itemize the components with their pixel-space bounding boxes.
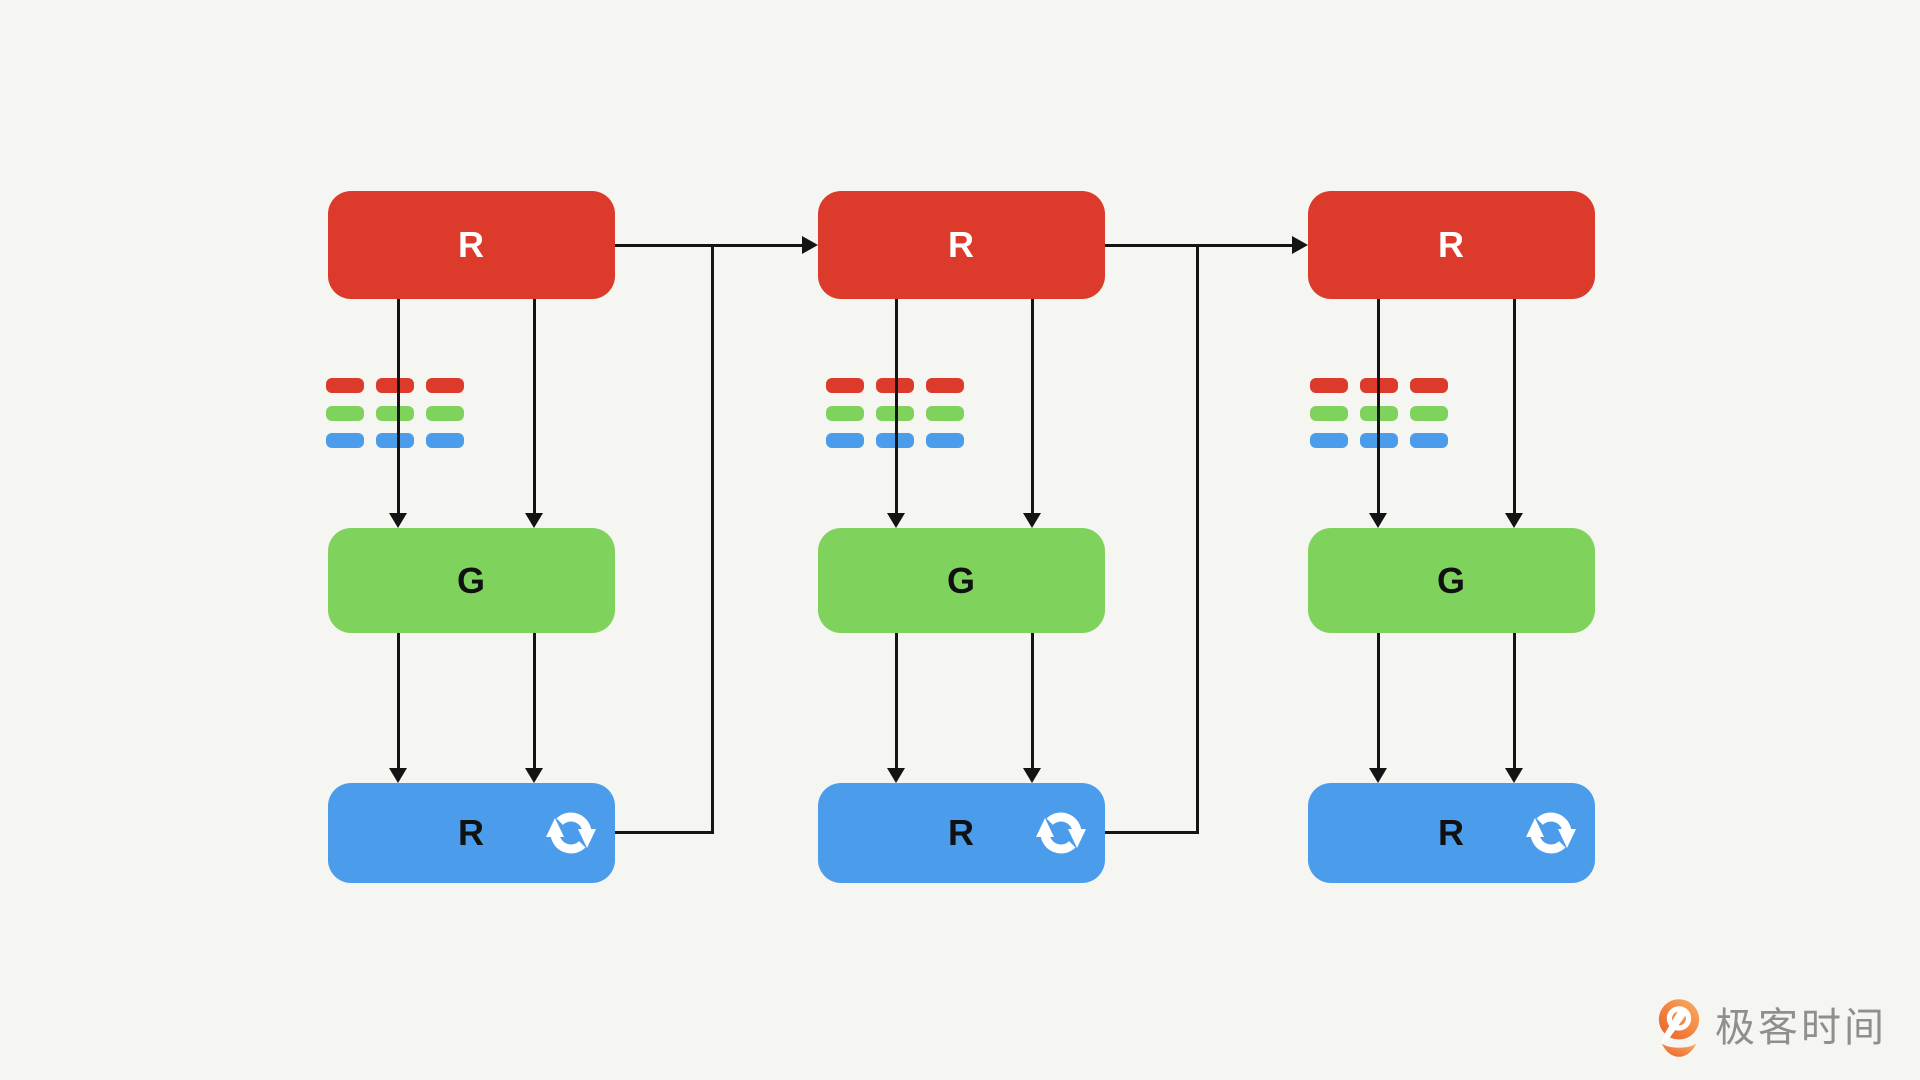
connector-line — [1513, 633, 1516, 769]
connector-line — [397, 299, 400, 514]
rgb-dash-grid-1 — [326, 378, 464, 448]
arrowhead-icon — [1369, 513, 1387, 528]
dash-pill — [826, 433, 864, 448]
blue-node-1: R — [328, 783, 615, 883]
green-node-2: G — [818, 528, 1105, 633]
arrowhead-icon — [1505, 768, 1523, 783]
connector-line — [533, 633, 536, 769]
connector-line — [1196, 244, 1199, 834]
dash-pill — [326, 433, 364, 448]
connector-line — [1513, 299, 1516, 514]
red-node-2-label: R — [948, 224, 975, 265]
dash-pill — [426, 405, 464, 421]
connector-line — [615, 831, 714, 834]
red-node-1-label: R — [458, 224, 485, 265]
dash-pill — [1410, 378, 1448, 393]
dash-pill — [376, 378, 414, 393]
connector-line — [1031, 633, 1034, 769]
arrowhead-icon — [525, 513, 543, 528]
geektime-logo: 极客时间 — [1656, 998, 1887, 1058]
arrowhead-icon — [389, 768, 407, 783]
red-node-1: R — [328, 191, 615, 299]
dash-pill — [1410, 433, 1448, 448]
sync-icon — [546, 812, 596, 854]
dash-pill — [1310, 378, 1348, 393]
connector-line — [1031, 299, 1034, 514]
blue-node-1-label: R — [458, 812, 485, 853]
geektime-logo-text: 极客时间 — [1715, 1006, 1887, 1050]
arrowhead-icon — [802, 236, 818, 254]
sync-icon — [1526, 812, 1576, 854]
arrowhead-icon — [1292, 236, 1308, 254]
dash-pill — [926, 378, 964, 393]
geektime-logo-icon — [1658, 999, 1700, 1057]
green-node-1-label: G — [456, 559, 486, 601]
arrowhead-icon — [1369, 768, 1387, 783]
connector-line — [895, 299, 898, 514]
green-node-2-label: G — [946, 559, 976, 601]
arrowhead-icon — [887, 513, 905, 528]
dash-pill — [1410, 405, 1448, 421]
arrowhead-icon — [525, 768, 543, 783]
dash-pill — [326, 405, 364, 421]
dash-pill — [926, 433, 964, 448]
dash-pill — [1310, 405, 1348, 421]
red-node-3: R — [1308, 191, 1595, 299]
arrowhead-icon — [887, 768, 905, 783]
red-node-3-label: R — [1438, 224, 1465, 265]
blue-node-2-label: R — [948, 812, 975, 853]
arrowhead-icon — [389, 513, 407, 528]
dash-pill — [826, 405, 864, 421]
blue-node-3-label: R — [1438, 812, 1465, 853]
arrowhead-icon — [1023, 768, 1041, 783]
connector-line — [711, 244, 714, 834]
dash-pill — [426, 433, 464, 448]
red-node-2: R — [818, 191, 1105, 299]
dash-pill — [926, 405, 964, 421]
arrowhead-icon — [1023, 513, 1041, 528]
blue-node-2: R — [818, 783, 1105, 883]
connector-line — [1377, 633, 1380, 769]
arrowhead-icon — [1505, 513, 1523, 528]
rgb-dash-grid-3 — [1310, 378, 1448, 448]
dash-pill — [376, 433, 414, 448]
connector-line — [1377, 299, 1380, 514]
connector-line — [533, 299, 536, 514]
dash-pill — [426, 378, 464, 393]
connector-line — [615, 244, 802, 247]
blue-node-3: R — [1308, 783, 1595, 883]
dash-pill — [826, 378, 864, 393]
dash-pill — [326, 378, 364, 393]
connector-line — [1105, 831, 1199, 834]
connector-line — [895, 633, 898, 769]
sync-icon — [1036, 812, 1086, 854]
green-node-1: G — [328, 528, 615, 633]
dash-pill — [1310, 433, 1348, 448]
dash-pill — [376, 405, 414, 421]
green-node-3-label: G — [1436, 559, 1466, 601]
green-node-3: G — [1308, 528, 1595, 633]
connector-line — [397, 633, 400, 769]
